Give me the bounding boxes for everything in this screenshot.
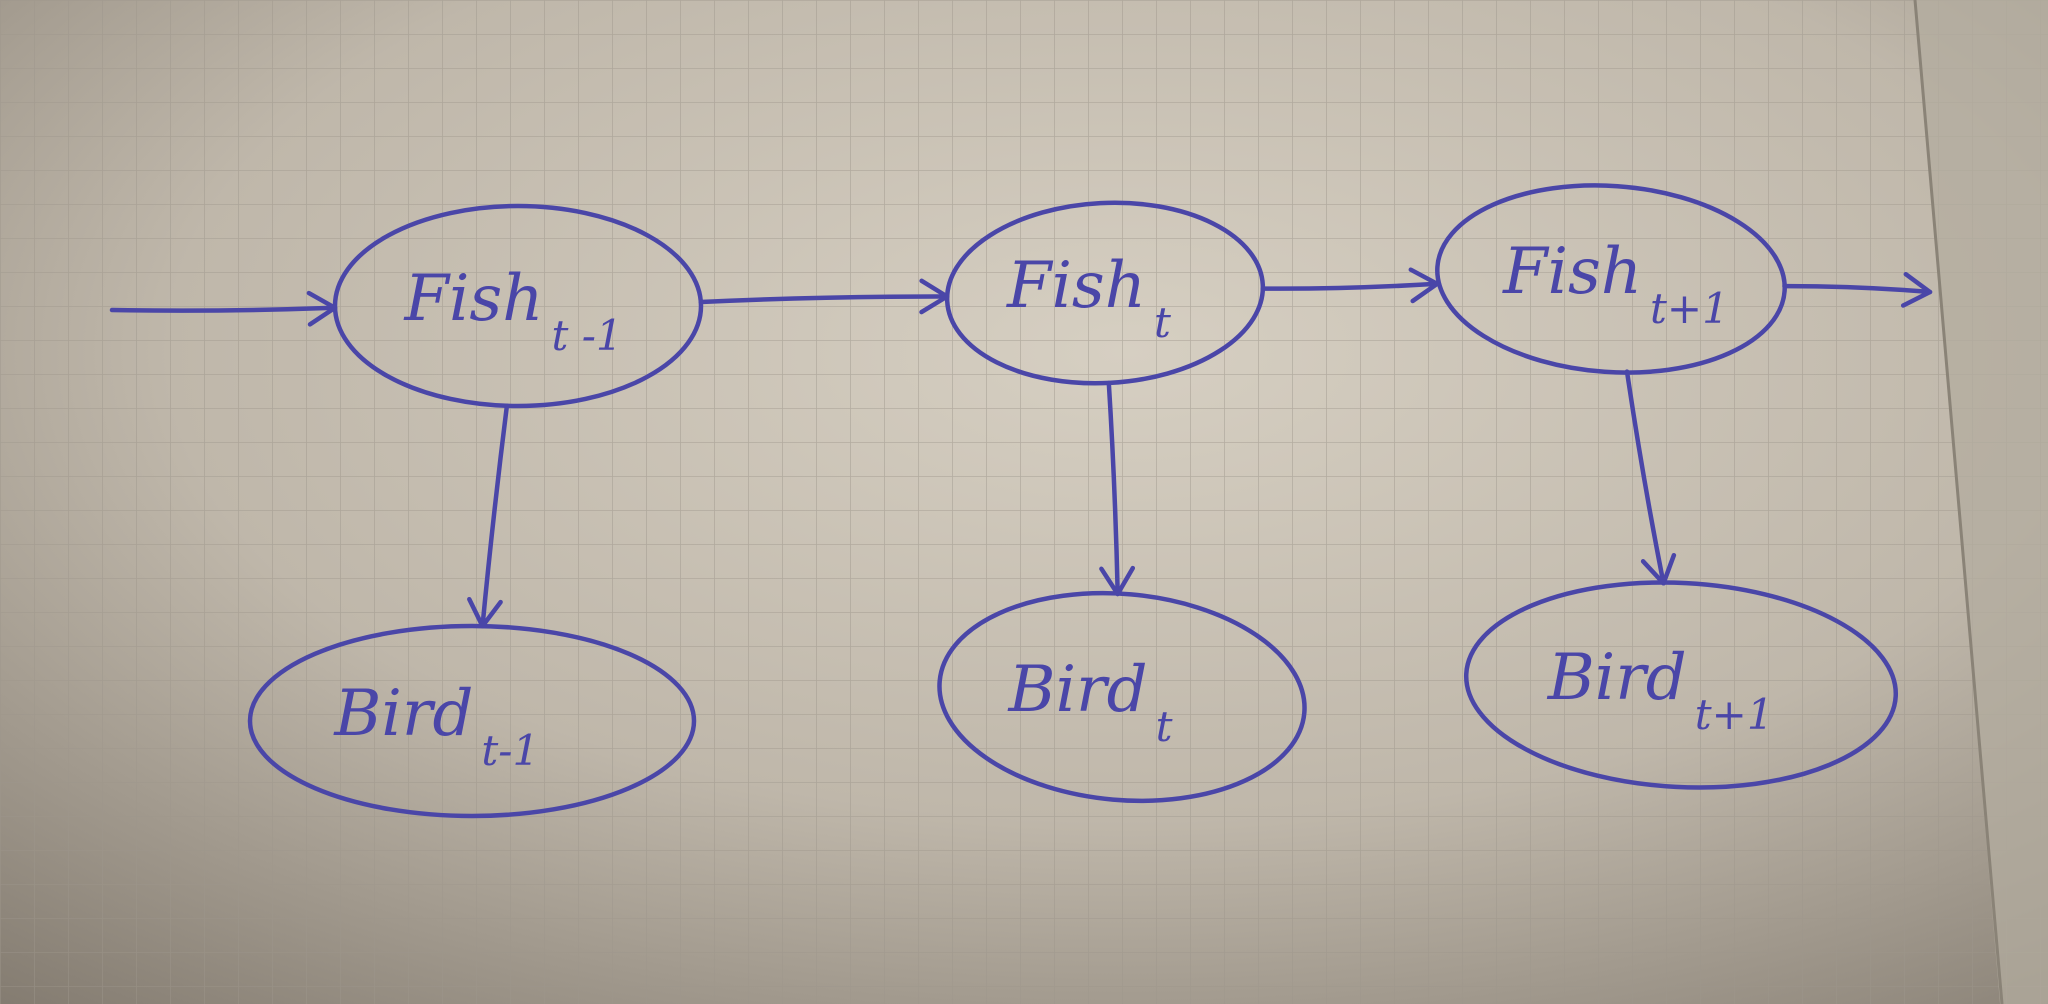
node-fish-t-minus-1-label: Fish <box>404 262 544 336</box>
node-bird-t-label: Bird <box>1008 653 1148 727</box>
edge-fish-t-plus-1-to-end-arrowhead <box>1900 271 1933 308</box>
node-bird-t-minus-1-ellipse <box>247 623 697 819</box>
edges-layer <box>109 267 1933 629</box>
node-fish-t-plus-1-ellipse <box>1435 183 1787 375</box>
edge-fish-t-to-fish-t-plus-1-line <box>1260 281 1440 291</box>
page-edge <box>1915 0 2048 1004</box>
node-fish-t-label: Fish <box>1006 249 1146 323</box>
node-fish-t-plus-1-subscript: t+1 <box>1650 284 1729 333</box>
node-fish-t-ellipse <box>944 200 1266 386</box>
edge-fish-t-minus-1-to-fish-t-line <box>698 294 950 305</box>
page-edge-line <box>1913 0 2004 1004</box>
node-bird-t-plus-1-subscript: t+1 <box>1695 690 1774 739</box>
edge-fish-t-plus-1-to-end <box>1782 271 1933 308</box>
node-bird-t-plus-1-ellipse <box>1463 580 1899 790</box>
edge-fish-t-plus-1-to-bird-t-plus-1-line <box>1624 369 1666 586</box>
node-bird-t-ellipse <box>937 590 1307 804</box>
node-fish-t-minus-1-subscript: t -1 <box>551 311 622 360</box>
edge-fish-t-minus-1-to-bird-t-minus-1-line <box>480 403 510 629</box>
edge-fish-t-plus-1-to-end-line <box>1782 283 1933 295</box>
node-bird-t-minus-1-subscript: t-1 <box>481 726 539 775</box>
node-fish-t-minus-1-ellipse <box>332 203 704 409</box>
node-bird-t-minus-1-label: Bird <box>333 677 473 751</box>
node-fish-t-plus-1-label: Fish <box>1502 235 1642 309</box>
node-bird-t-plus-1-label: Bird <box>1547 641 1687 715</box>
node-fish-t-subscript: t <box>1154 298 1171 347</box>
node-bird-t-subscript: t <box>1156 702 1173 751</box>
edge-fish-t-to-bird-t-line <box>1106 380 1120 597</box>
edge-start-to-fish-t-minus-1-line <box>109 305 338 313</box>
